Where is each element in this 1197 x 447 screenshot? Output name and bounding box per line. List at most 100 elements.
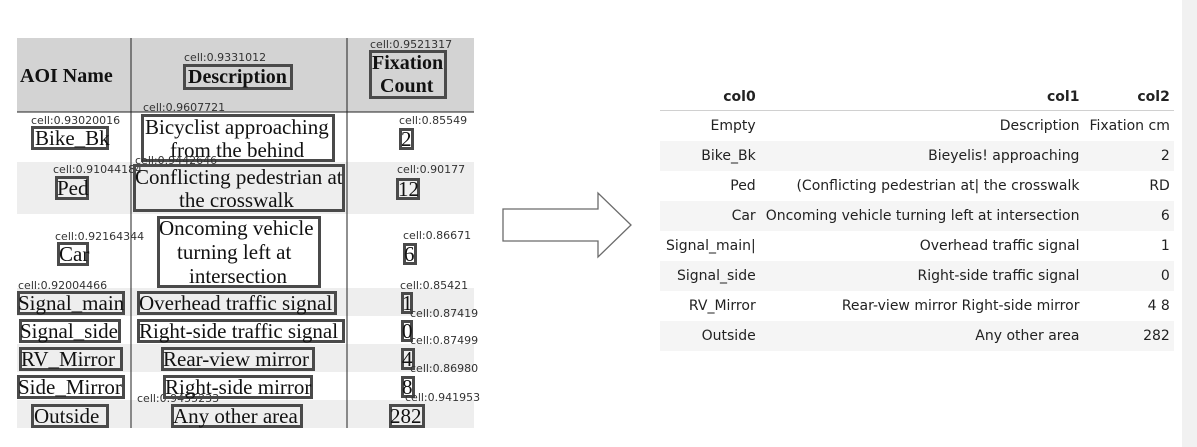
aoi-name-cell: RV_Mirror (21, 347, 115, 371)
table-cell: Car (660, 201, 760, 231)
table-row: Outside Any other area 282 (660, 321, 1174, 351)
aoi-name-cell: Car (59, 242, 90, 266)
detection-box (399, 128, 414, 150)
table-row: Bike_Bk Bieyelis! approaching 2 (660, 141, 1174, 171)
table-cell: 2 (1083, 141, 1174, 171)
header-fixation-line1: Fixation (372, 52, 444, 74)
table-cell: Signal_main| (666, 238, 756, 254)
vertical-scrollbar[interactable] (1182, 0, 1197, 447)
column-header: col2 (1083, 84, 1174, 111)
detection-box (401, 348, 415, 370)
fixation-count-cell: 2 (401, 127, 412, 151)
table-row: Signal_side Right-side traffic signal 0 (660, 261, 1174, 291)
detection-box (19, 319, 121, 343)
detection-box (161, 347, 315, 371)
extracted-dataframe: col0 col1 col2 Empty Description Fixatio… (660, 84, 1174, 351)
detection-box (133, 164, 345, 212)
table-cell: 0 (1083, 261, 1174, 291)
aoi-name-cell: Bike_Bk (35, 126, 110, 150)
table-row: Car Oncoming vehicle turning left at int… (660, 201, 1174, 231)
table-cell: Signal_side (660, 261, 760, 291)
table-cell: Any other area (759, 321, 1084, 351)
cell-score-label: cell:0.85421 (400, 279, 469, 292)
table-row: RV_Mirror Rear-view mirror Right-side mi… (660, 291, 1174, 321)
aoi-name-cell: Ped (57, 176, 89, 200)
header-fixation-line2: Count (380, 75, 434, 97)
header-description: Description (188, 66, 287, 88)
table-cell: Bieyelis! approaching (759, 141, 1084, 171)
fixation-count-cell: 282 (390, 404, 422, 428)
detection-box (17, 375, 125, 399)
fixation-count-cell: 0 (402, 319, 413, 343)
description-cell: Any other area (173, 404, 298, 428)
cell-score-label: cell:0.91044184 (53, 163, 143, 176)
description-cell: Oncoming vehicle (159, 216, 314, 240)
cell-score-label: cell:0.92164344 (55, 230, 145, 243)
table-cell: 282 (1083, 321, 1174, 351)
detection-box (403, 243, 417, 265)
description-cell: the crosswalk (179, 188, 294, 212)
detection-box (157, 216, 321, 288)
aoi-name-cell: Side_Mirror (18, 375, 122, 399)
detection-box (31, 404, 109, 428)
cell-score-label: cell:0.93020016 (31, 114, 121, 127)
source-table-image: AOI Name cell:0.9331012 Description cell… (17, 38, 480, 428)
cell-score-label: cell:0.86980 (410, 362, 479, 375)
description-cell: Conflicting pedestrian at (135, 165, 343, 189)
detection-box (401, 320, 413, 342)
aoi-name-cell: Signal_side (20, 319, 118, 343)
description-cell: turning left at (177, 240, 292, 264)
detection-box (137, 319, 345, 343)
table-cell: Bike_Bk (660, 141, 760, 171)
table-cell: Description (999, 118, 1080, 134)
aoi-name-cell: Outside (34, 404, 100, 428)
header-aoi-name: AOI Name (20, 65, 113, 87)
fixation-count-cell: 6 (404, 242, 415, 266)
detection-box (163, 375, 313, 399)
cell-score-label: cell:0.941953 (405, 391, 481, 404)
detection-box (183, 64, 293, 90)
table-cell: Rear-view mirror Right-side mirror (841, 298, 1080, 314)
column-header: col0 (660, 84, 760, 111)
table-cell: 6 (1083, 201, 1174, 231)
table-cell: 1 (1160, 238, 1170, 254)
right-arrow-icon (502, 191, 632, 259)
table-cell: Right-side traffic signal (759, 261, 1084, 291)
detection-box (369, 50, 447, 99)
fixation-count-cell: 4 (402, 347, 413, 371)
detection-box (137, 291, 337, 315)
fixation-count-cell: 12 (398, 177, 419, 201)
cell-score-label: cell:0.85549 (399, 114, 468, 127)
table-cell: Overhead traffic signal (919, 238, 1080, 254)
table-row: Empty Description Fixation cm (660, 111, 1174, 142)
description-cell: Bicyclist approaching (145, 115, 329, 139)
cell-score-label: cell:0.9442646 (135, 154, 218, 167)
table-cell: Oncoming vehicle turning left at interse… (759, 201, 1084, 231)
fixation-count-cell: 8 (402, 375, 413, 399)
cell-score-label: cell:0.92004466 (18, 279, 108, 292)
table-cell: RV_Mirror (688, 298, 756, 314)
detection-box (401, 292, 413, 314)
table-cell: Outside (660, 321, 760, 351)
table-row: Ped (Conflicting pedestrian at| the cros… (660, 171, 1174, 201)
description-cell: Right-side mirror (165, 375, 312, 399)
cell-score-label: cell:0.9521317 (370, 38, 453, 51)
detection-box (19, 347, 123, 371)
detection-box (31, 126, 109, 150)
cell-score-label: cell:0.87499 (410, 334, 479, 347)
cell-score-label: cell:0.90177 (397, 163, 466, 176)
detection-box (389, 404, 425, 428)
detection-box (57, 242, 89, 266)
table-cell: 4 8 (1147, 298, 1170, 314)
detection-box (401, 376, 415, 398)
detection-box (141, 114, 335, 162)
description-cell: Right-side traffic signal (139, 319, 339, 343)
detection-box (171, 404, 303, 428)
table-cell: RD (1149, 178, 1170, 194)
table-cell: (Conflicting pedestrian at| the crosswal… (796, 178, 1080, 194)
description-cell: from the behind (170, 138, 305, 162)
cell-score-label: cell:0.9607721 (143, 101, 226, 114)
table-cell: Empty (710, 118, 756, 134)
description-cell: intersection (189, 264, 287, 288)
table-row: Signal_main| Overhead traffic signal 1 (660, 231, 1174, 261)
